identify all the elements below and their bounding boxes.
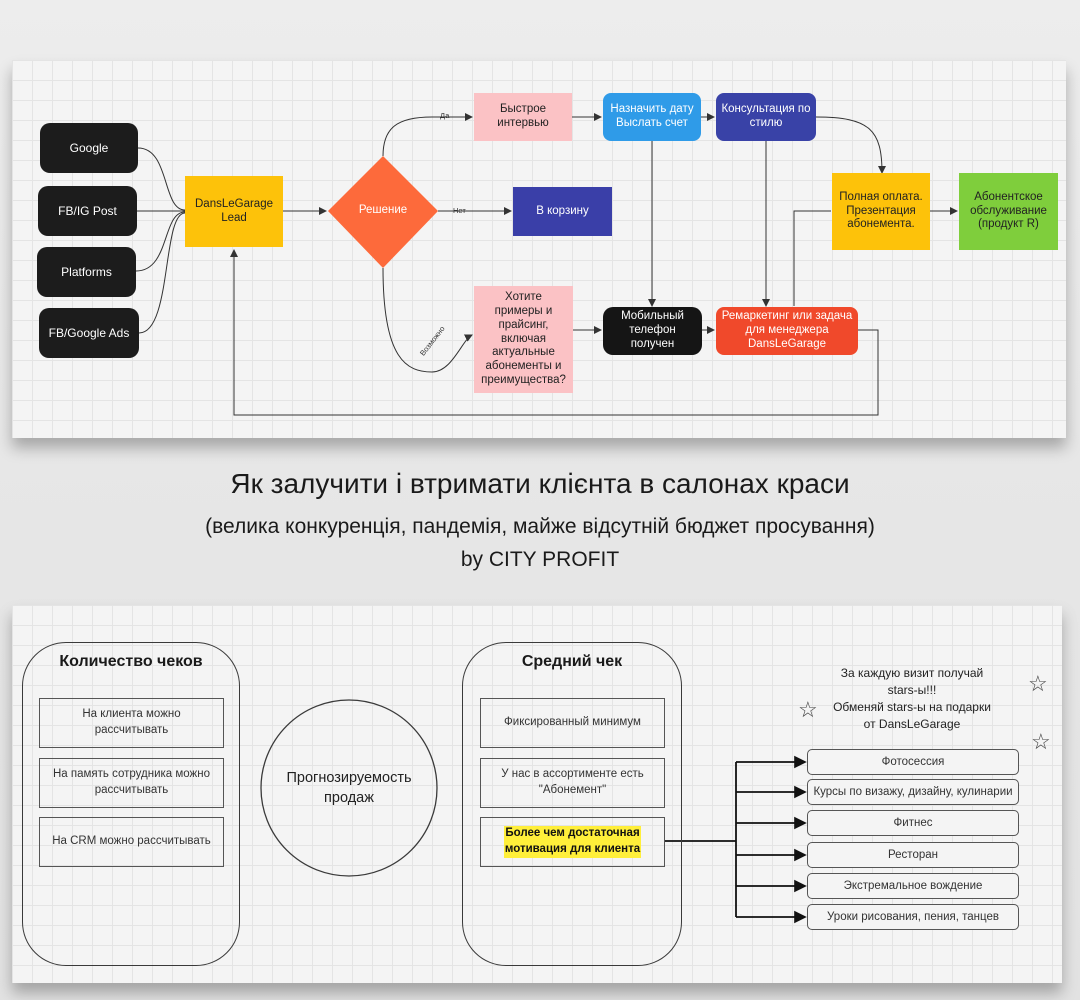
forecast-circle [260,699,438,877]
edge-google-lead [137,147,186,211]
want-examples-node[interactable]: Хотите примеры и прайсинг, включая актуа… [474,286,573,393]
right-item-subscription[interactable]: У нас в ассортименте есть "Абонемент" [480,758,665,808]
star-icon: ☆ [798,697,818,722]
subscription-service-node[interactable]: Абонентское обслуживание (продукт R) [959,173,1058,250]
mindmap-board: Количество чеков На клиента можно рассчи… [12,605,1062,983]
check-count-title: Количество чеков [59,653,203,670]
motivation-box[interactable]: Более чем достаточная мотивация для клие… [480,817,665,867]
reward-art-lessons[interactable]: Уроки рисования, пения, танцев [807,904,1019,930]
reward-courses[interactable]: Курсы по визажу, дизайну, кулинарии [807,779,1019,805]
left-item-client[interactable]: На клиента можно рассчитывать [39,698,224,748]
average-check-title: Средний чек [521,653,623,670]
edge-decision-maybe [382,267,473,373]
consultation-node[interactable]: Консультация по стилю [716,93,816,141]
stars-note: За каждую визит получай stars-ы!!! Обмен… [833,666,991,731]
to-basket-node[interactable]: В корзину [513,187,612,236]
edge-loop-lead [230,249,879,416]
full-payment-node[interactable]: Полная оплата. Презентация абонемента. [832,173,930,250]
phone-received-node[interactable]: Мобильный телефон получен [603,307,702,355]
edge-label-yes: Да [440,111,450,120]
decision-diamond [328,156,438,268]
source-fb-ig-post[interactable]: FB/IG Post [38,186,137,236]
source-google[interactable]: Google [40,123,138,173]
reward-fitness[interactable]: Фитнес [807,810,1019,836]
lead-node[interactable]: DansLeGarage Lead [185,176,283,247]
star-icon: ☆ [1028,671,1048,696]
edge-remarketing-payment [793,210,831,306]
mindmap-connectors [260,699,807,924]
assign-date-node[interactable]: Назначить дату Выслать счет [603,93,701,141]
decision-label: Решение [358,204,408,217]
motivation-label: Более чем достаточная мотивация для клие… [503,826,642,858]
edge-label-no: Нет [453,206,466,215]
remarketing-node[interactable]: Ремаркетинг или задача для менеджера Dan… [716,307,858,355]
byline: by CITY PROFIT [460,548,620,571]
flowchart-connectors [135,113,958,416]
source-fb-google-ads[interactable]: FB/Google Ads [39,308,139,358]
star-icon: ☆ [1031,729,1051,754]
reward-extreme-driving[interactable]: Экстремальное вождение [807,873,1019,899]
reward-restaurant[interactable]: Ресторан [807,842,1019,868]
edge-platforms-lead [135,211,186,272]
page-title: Як залучити і втримати клієнта в салонах… [230,468,850,499]
forecast-label: Прогнозируемость продаж [286,769,412,806]
check-count-group [22,642,240,966]
flowchart-board: Google FB/IG Post Platforms FB/Google Ad… [12,60,1066,438]
left-item-employee-memory[interactable]: На память сотрудника можно рассчитывать [39,758,224,808]
quick-interview-node[interactable]: Быстрое интервью [474,93,572,141]
reward-photo-session[interactable]: Фотосессия [807,749,1019,775]
edge-decision-yes [382,113,473,157]
source-platforms[interactable]: Platforms [37,247,136,297]
right-item-minimum[interactable]: Фиксированный минимум [480,698,665,748]
edge-ads-lead [138,212,186,334]
page-subtitle: (велика конкуренція, пандемія, майже від… [205,515,875,538]
edge-consult-payment [815,116,886,174]
average-check-group [462,642,682,966]
left-item-crm[interactable]: На CRM можно рассчитывать [39,817,224,867]
